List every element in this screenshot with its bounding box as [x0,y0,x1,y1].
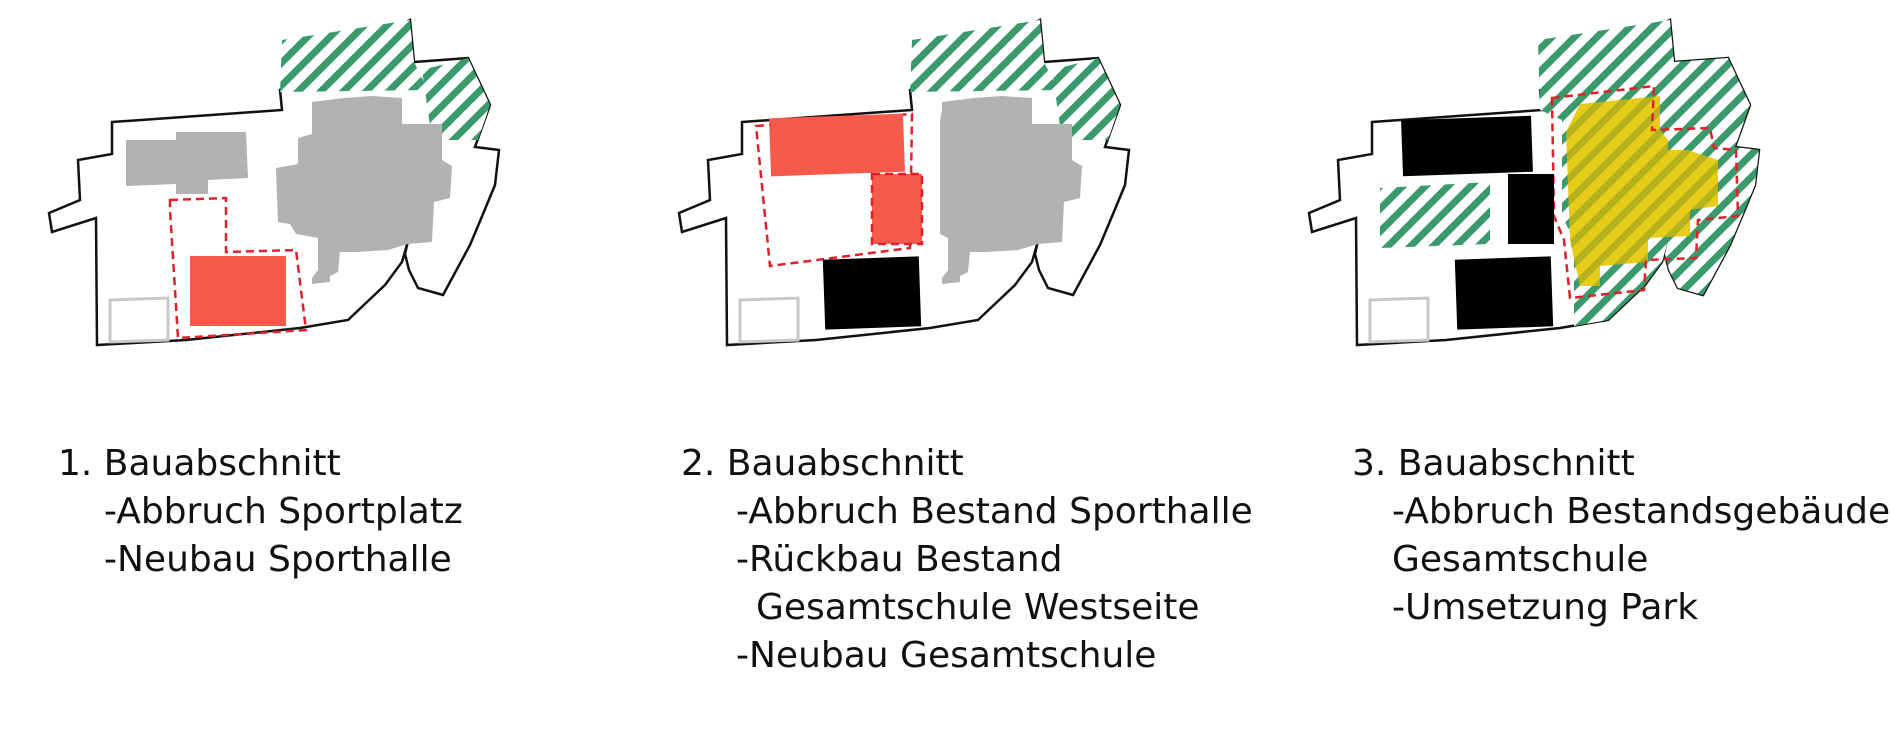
phase-title: 3. Bauabschnitt [1352,443,1635,484]
new-building [1401,115,1533,177]
site-plan-3 [1307,18,1761,347]
phase-1-description: 1. Bauabschnitt -Abbruch Sportplatz -Neu… [58,440,463,584]
park [1566,96,1718,286]
site-plan-1 [47,18,501,347]
green-area [280,20,428,92]
phase-item: -Abbruch Bestandsgebäude [1392,491,1890,532]
park-boundary [1550,84,1740,300]
existing-block [108,296,170,344]
existing-block [738,296,800,344]
new-building [1454,256,1554,330]
demolish-building [769,113,905,177]
existing-block [1368,296,1430,344]
phase-item: -Rückbau Bestand [736,539,1063,580]
green-area [910,20,1058,92]
phase-item: Gesamtschule Westseite [756,587,1200,628]
phase-item: Gesamtschule [1392,539,1649,580]
new-building [1508,174,1554,244]
existing-building [276,96,452,284]
phase-boundary [168,196,308,340]
demolish-building [870,172,924,246]
phase-item: -Neubau Gesamtschule [736,635,1157,676]
phase-title: 2. Bauabschnitt [681,443,964,484]
phase-item: -Umsetzung Park [1392,587,1699,628]
green-area [422,58,490,140]
green-area [1052,58,1120,140]
existing-building [126,132,248,194]
phase-item: -Abbruch Bestand Sporthalle [736,491,1253,532]
phase-title: 1. Bauabschnitt [58,443,341,484]
existing-building [940,96,1082,284]
site-plan-2 [677,18,1131,347]
green-area [1380,182,1490,248]
phase-item: -Abbruch Sportplatz [104,491,463,532]
phase-3-description: 3. Bauabschnitt -Abbruch Bestandsgebäude… [1352,440,1890,632]
phase-item: -Neubau Sporthalle [104,539,452,580]
demolish-building [190,256,286,326]
new-building [822,256,922,330]
phase-2-description: 2. Bauabschnitt -Abbruch Bestand Sportha… [681,440,1253,680]
